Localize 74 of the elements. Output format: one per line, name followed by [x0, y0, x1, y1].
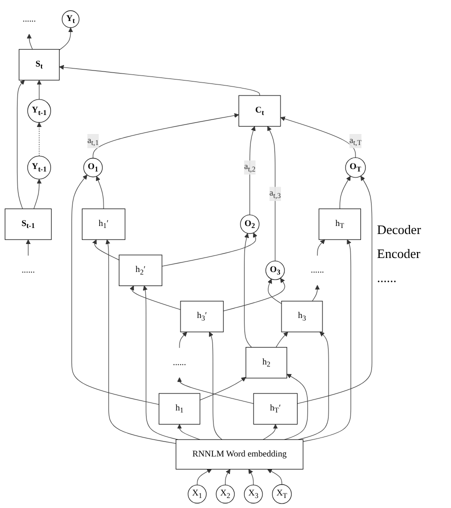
arrow [297, 176, 372, 404]
arrow [34, 178, 42, 210]
node-box: h$_{T}$ [318, 208, 361, 240]
arrow [298, 332, 329, 440]
arrow [130, 286, 181, 310]
arrow [26, 34, 33, 50]
node-box: S$_{t}$ [18, 49, 60, 80]
node-circle: Y$_{t}$ [62, 10, 80, 28]
arrow [276, 332, 288, 348]
arrow [267, 126, 276, 262]
arrow [106, 239, 176, 444]
node-circle: O$_{3}$ [265, 260, 285, 280]
arrow [92, 113, 240, 158]
arrow [244, 233, 252, 348]
arrow [177, 377, 254, 404]
node-box: h$_{3}$′ [180, 300, 224, 332]
node-box: h$_{T}$′ [253, 393, 298, 425]
arrow [71, 174, 160, 405]
node-box: C$_{t}$ [238, 95, 281, 127]
arrow [340, 176, 351, 210]
edge-label: a$_{t,T}$ [349, 136, 362, 147]
node-box: h$_{1}$′ [82, 208, 126, 240]
arrow [26, 239, 31, 256]
node-circle: X$_{T}$ [272, 484, 292, 504]
arrow [267, 278, 282, 304]
arrow [223, 278, 286, 312]
node-box: h$_{2}$′ [118, 254, 162, 286]
arrow [179, 332, 188, 348]
node-box: S$_{t-1}$ [4, 208, 52, 240]
arrow [59, 27, 74, 50]
arrow [96, 176, 104, 210]
arrow [225, 469, 230, 486]
arrow [36, 80, 42, 100]
arrow [284, 374, 308, 440]
arrow [36, 122, 42, 156]
arrow [262, 424, 278, 440]
arrow [317, 239, 326, 256]
node-box: h$_{3}$ [281, 300, 323, 332]
node-text: ...... [22, 265, 35, 275]
node-circle: Y$_{t-1}$ [27, 99, 51, 123]
arrow [162, 232, 258, 266]
node-circle: O$_{1}$ [83, 158, 103, 178]
arrow [92, 239, 120, 260]
node-box: h$_{2}$ [246, 347, 288, 378]
node-circle: O$_{T}$ [345, 157, 366, 178]
arrow [312, 284, 320, 302]
node-text: ...... [172, 358, 186, 368]
edge-label: a$_{t,2}$ [244, 162, 256, 174]
arrow [142, 286, 178, 440]
node-text: ...... [310, 265, 324, 275]
node-circle: O$_{2}$ [240, 214, 260, 234]
arrow [196, 469, 212, 486]
text-label: ...... [377, 270, 398, 286]
arrow [177, 424, 200, 440]
node-circle: X$_{2}$ [216, 484, 235, 504]
node-circle: Y$_{t-1}$ [27, 156, 51, 180]
node-box: h$_{1}$ [158, 393, 200, 425]
text-label: Encoder [377, 246, 422, 262]
edge-label: a$_{t,1}$ [87, 136, 99, 147]
arrow [248, 469, 254, 486]
arrow [280, 116, 356, 158]
node-circle: X$_{3}$ [244, 484, 263, 504]
edge-label: a$_{t,3}$ [269, 188, 281, 200]
node-circle: X$_{1}$ [188, 484, 207, 504]
arrow [59, 64, 260, 96]
arrow [302, 239, 352, 442]
arrow [16, 80, 25, 210]
node-text: ...... [22, 14, 36, 24]
arrow [208, 332, 222, 440]
arrow [200, 377, 246, 400]
arrow [250, 126, 256, 216]
arrow [267, 469, 282, 485]
node-box: RNNLM Word embedding [176, 439, 304, 470]
text-label: Decoder [377, 222, 422, 238]
